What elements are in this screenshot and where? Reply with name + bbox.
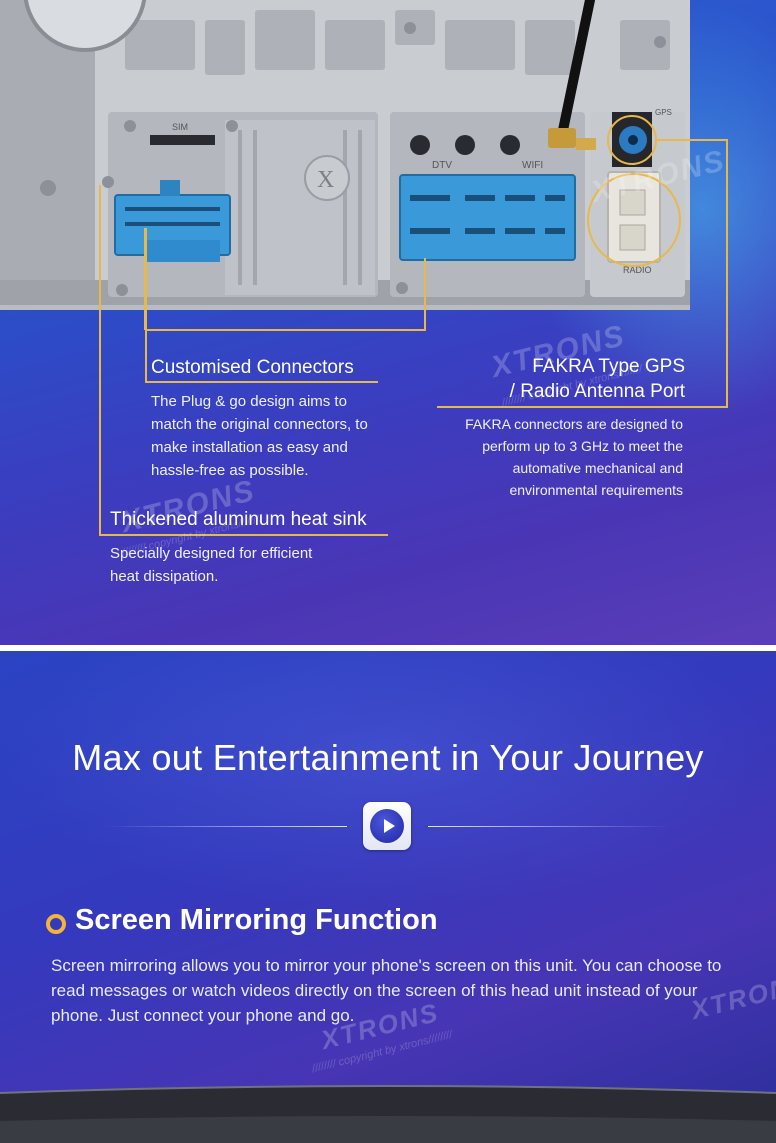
side-screw: [40, 180, 56, 196]
radio-highlight-circle: [587, 173, 681, 267]
feature-bullet-icon: [46, 914, 66, 934]
gps-label: GPS: [655, 108, 672, 117]
feature-title: Screen Mirroring Function: [75, 904, 438, 936]
fakra-title-line-1: FAKRA Type GPS: [532, 356, 685, 377]
iso-connector-left: [114, 180, 231, 262]
wifi-antenna: [548, 0, 596, 150]
connector-feature-panel: SIM X DTV WIFI: [0, 0, 776, 645]
dtv-port: [410, 135, 430, 155]
entertainment-section: Max out Entertainment in Your Journey Sc…: [0, 651, 776, 1143]
heatsink-callout-line: [99, 185, 388, 536]
section-headline: Max out Entertainment in Your Journey: [72, 737, 704, 778]
fakra-description: FAKRA connectors are designed to perform…: [465, 416, 683, 498]
connectors-title: Customised Connectors: [151, 357, 354, 378]
divider-right: [428, 826, 670, 827]
sim-slot: [150, 135, 215, 145]
divider-left: [105, 826, 347, 827]
corner-knob: [23, 0, 147, 52]
wifi-port: [500, 135, 520, 155]
heatsink-description: Specially designed for efficient heat di…: [110, 545, 313, 585]
play-icon: [370, 809, 404, 843]
connectors-description: The Plug & go design aims to match the o…: [151, 393, 368, 479]
play-button[interactable]: [363, 802, 411, 850]
connector-pointer: [144, 228, 147, 330]
background-glow: [0, 651, 776, 911]
head-unit-rear-illustration: SIM X DTV WIFI: [0, 0, 728, 536]
cooling-fins: [125, 10, 670, 75]
heat-sink: X: [225, 120, 375, 295]
svg-text:X: X: [317, 167, 334, 193]
sim-label: SIM: [172, 122, 188, 132]
dtv-port-2: [455, 135, 475, 155]
car-dashboard-silhouette: [0, 1085, 776, 1143]
chassis-screws: [102, 22, 666, 296]
fakra-title-line-2: / Radio Antenna Port: [509, 381, 685, 402]
radio-label: RADIO: [623, 265, 652, 275]
feature-description: Screen mirroring allows you to mirror yo…: [51, 956, 722, 1025]
iso-connector-center: [399, 174, 576, 261]
fakra-callout-line: [437, 139, 728, 408]
dtv-label: DTV: [432, 160, 452, 171]
xtrons-x-logo-icon: [304, 155, 350, 201]
heatsink-title: Thickened aluminum heat sink: [110, 509, 367, 530]
wifi-label: WIFI: [522, 160, 543, 171]
radio-fakra-port: [607, 171, 661, 263]
